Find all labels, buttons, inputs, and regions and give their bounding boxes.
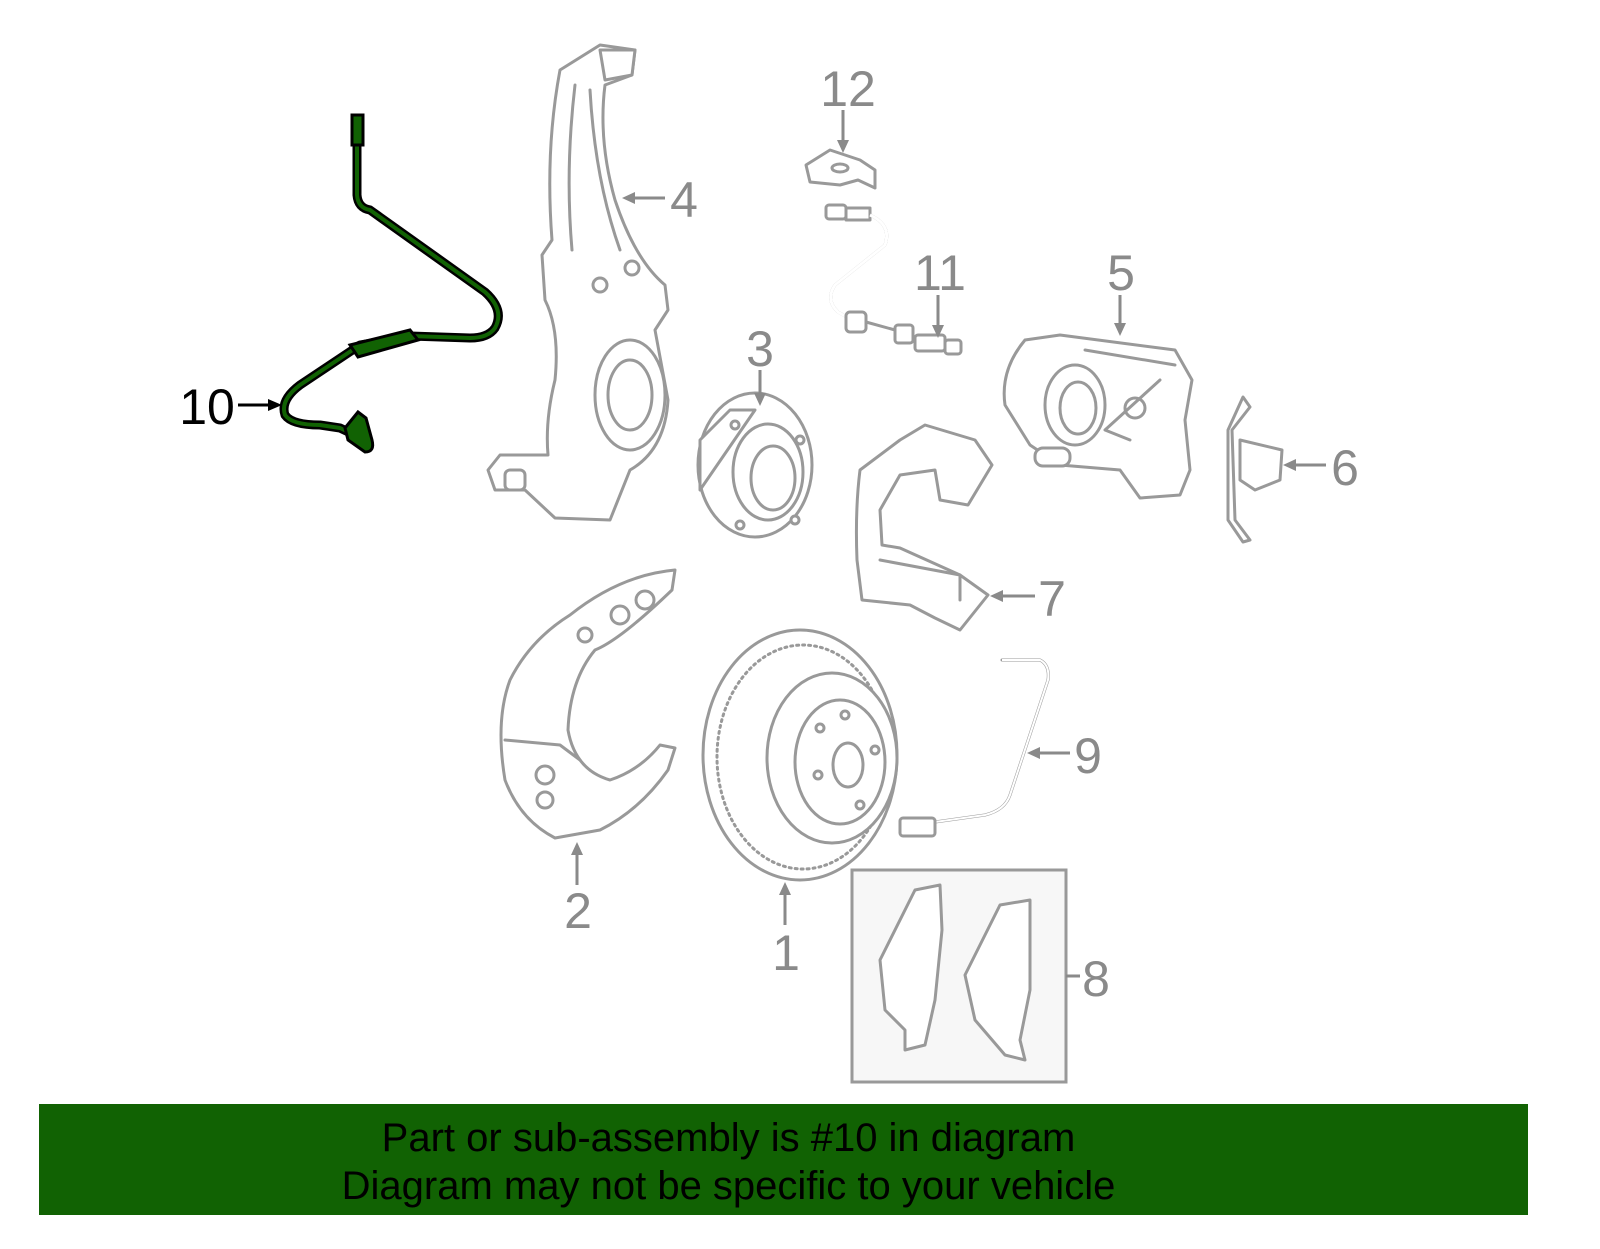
part-3-hub-bearing[interactable] [696, 391, 814, 539]
part-1-rotor[interactable] [701, 628, 899, 882]
callout-arrows [238, 110, 1326, 978]
callout-3: 3 [746, 321, 774, 377]
callout-9: 9 [1074, 728, 1102, 784]
part-4-knuckle[interactable] [486, 43, 670, 522]
banner-line-1: Part or sub-assembly is #10 in diagram [381, 1116, 1076, 1160]
callout-6: 6 [1331, 440, 1359, 496]
callout-1: 1 [772, 925, 800, 981]
callout-12: 12 [820, 61, 876, 117]
part-12-hose-bracket[interactable] [804, 148, 877, 190]
callout-5: 5 [1107, 245, 1135, 301]
part-6-caliper-clip[interactable] [1226, 395, 1284, 544]
callout-2: 2 [564, 883, 592, 939]
info-banner: Part or sub-assembly is #10 in diagram D… [39, 1104, 1528, 1215]
part-5-caliper[interactable] [1002, 333, 1194, 500]
part-7-caliper-bracket[interactable] [854, 423, 994, 632]
callout-4: 4 [670, 172, 698, 228]
part-8-brake-pads[interactable] [850, 868, 1068, 1084]
part-11-brake-hose[interactable] [824, 203, 963, 356]
callout-7: 7 [1038, 571, 1066, 627]
callout-10: 10 [179, 379, 235, 435]
part-9-pad-wear-sensor[interactable] [898, 658, 1050, 838]
part-2-splash-shield[interactable] [499, 568, 677, 840]
part-10-abs-sensor[interactable] [279, 113, 503, 454]
banner-line-2: Diagram may not be specific to your vehi… [341, 1164, 1116, 1208]
callout-11: 11 [914, 245, 966, 301]
callout-8: 8 [1082, 951, 1110, 1007]
